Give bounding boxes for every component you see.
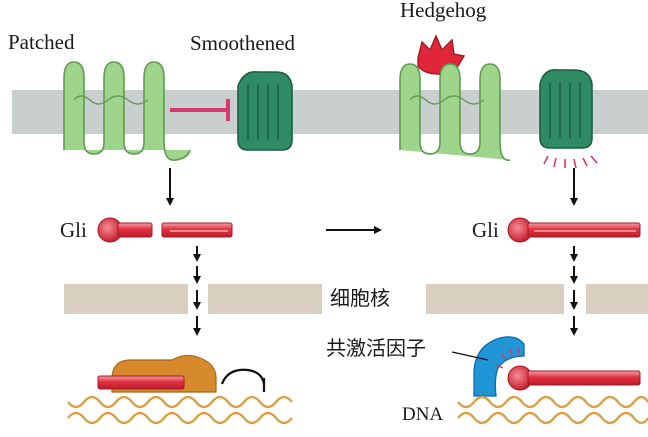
smoothened-receptor-right [539,68,593,149]
patched-receptor-left [63,61,191,161]
patched-receptor-right [399,63,511,161]
repression-symbol [220,368,266,385]
coactivator-leader-line [451,351,489,361]
gli-label-right: Gli [472,218,499,242]
smoothened-receptor-left [237,70,293,151]
nuclear-envelope-4 [586,284,648,314]
nuclear-envelope-1 [64,284,188,314]
gli-full-length-right [507,217,641,243]
activation-rays [543,155,598,169]
dna-helix-right [457,395,648,425]
dna-helix-left [67,395,293,425]
hedgehog-label: Hedgehog [400,0,487,22]
gli-label-left: Gli [60,218,87,242]
smoothened-label: Smoothened [190,31,295,55]
nuclear-envelope-2 [208,284,322,314]
nuclear-envelope-3 [426,284,564,314]
patched-label: Patched [8,30,75,54]
dna-label: DNA [402,404,444,425]
gli-cleaved-left [97,217,233,243]
coactivator-complex [473,336,641,397]
gli-repressor-complex [97,354,217,393]
nucleus-label: 细胞核 [330,286,390,310]
coactivator-label: 共激活因子 [326,336,426,360]
